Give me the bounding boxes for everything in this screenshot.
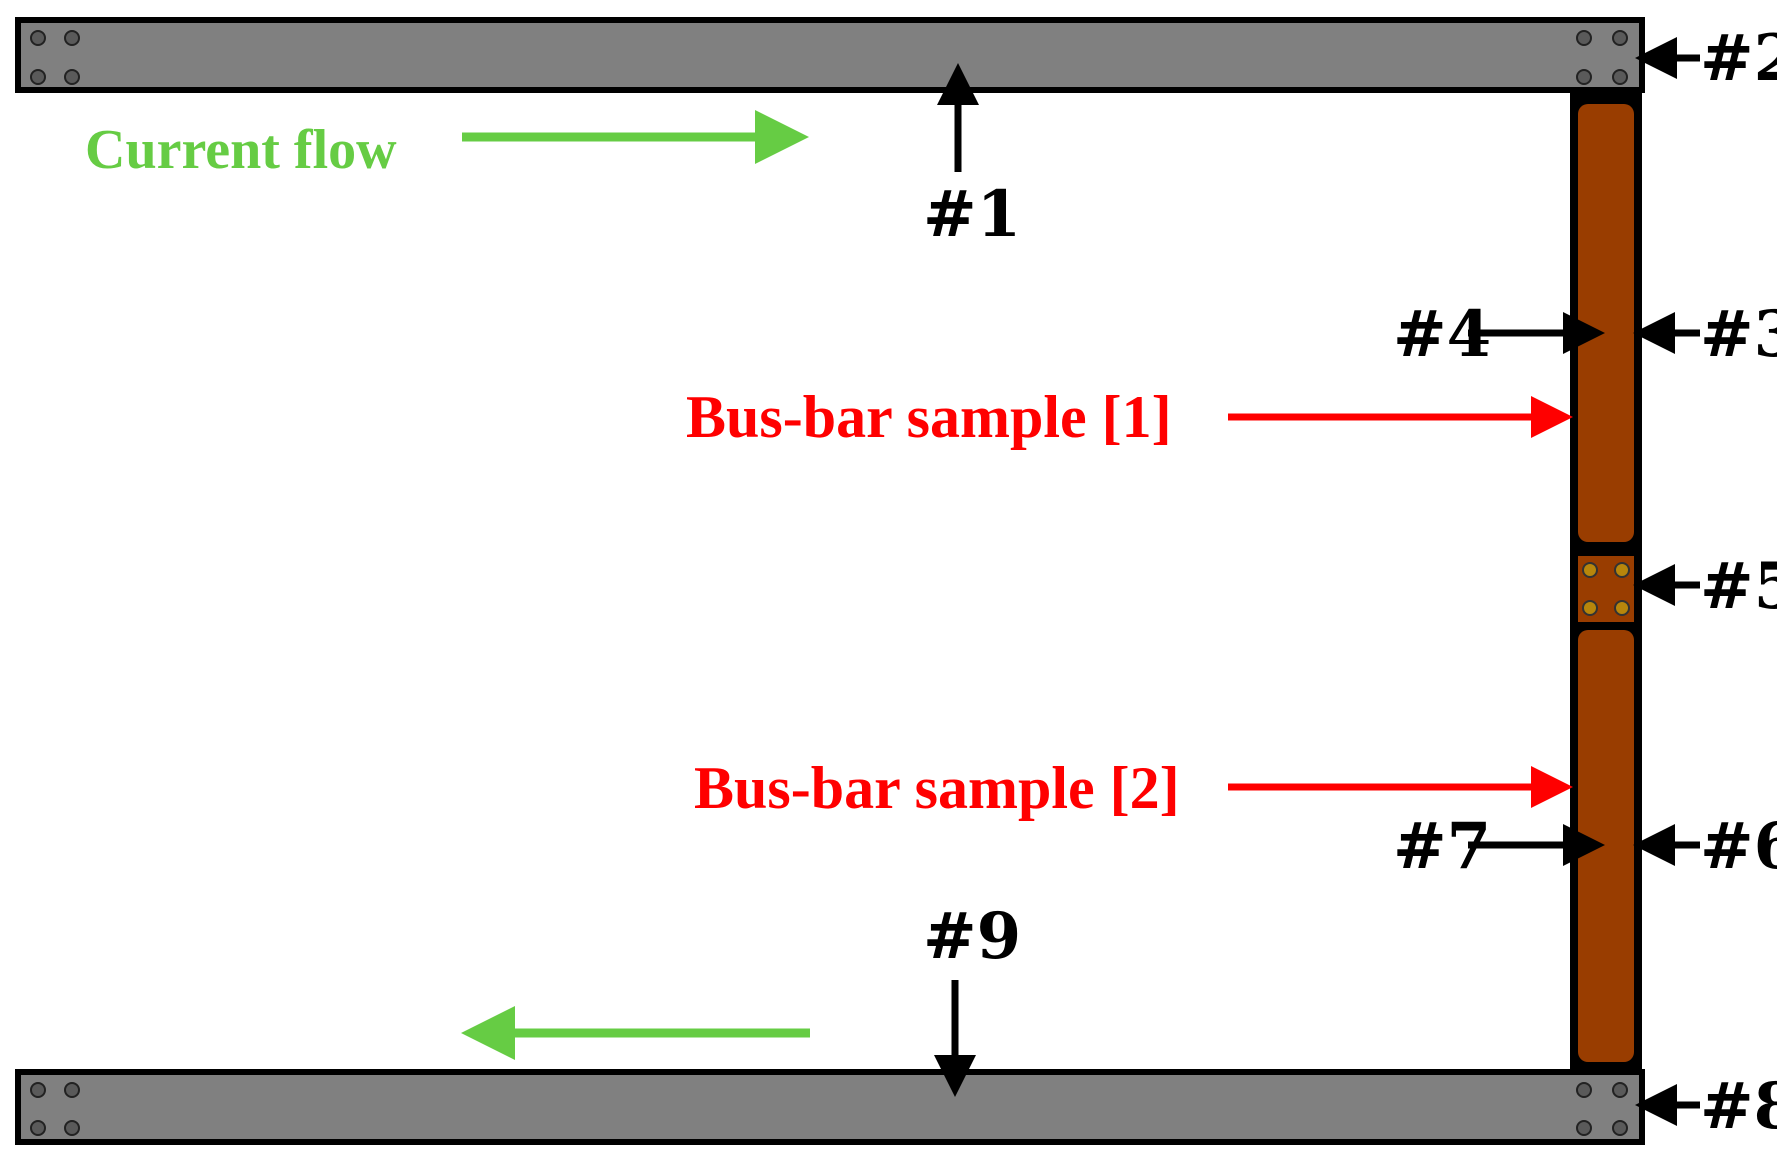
bolt-icon xyxy=(30,30,46,46)
bolt-icon xyxy=(1576,69,1592,85)
busbar-sample-1 xyxy=(1578,104,1634,542)
point-8-label: #8 xyxy=(1700,1069,1777,1144)
bolt-icon xyxy=(30,1082,46,1098)
busbar-sample-2 xyxy=(1578,630,1634,1062)
top-conductor-bar xyxy=(15,17,1645,93)
point-6-label: #6 xyxy=(1700,809,1777,884)
sample-2-label: Bus-bar sample [2] xyxy=(694,755,1180,821)
bolt-icon xyxy=(1612,1120,1628,1136)
point-5-label: #5 xyxy=(1700,549,1777,624)
point-3-label: #3 xyxy=(1700,297,1777,372)
point-9-label: #9 xyxy=(923,899,1021,974)
bolt-icon xyxy=(64,1082,80,1098)
point-1-label: #1 xyxy=(923,177,1021,252)
bolt-icon xyxy=(30,69,46,85)
bolt-icon xyxy=(1576,1120,1592,1136)
sample-1-label: Bus-bar sample [1] xyxy=(686,384,1172,450)
bolt-icon xyxy=(1612,30,1628,46)
bolt-icon xyxy=(1612,1082,1628,1098)
bottom-conductor-bar xyxy=(15,1069,1645,1145)
busbar-assembly xyxy=(1570,92,1642,1070)
bolt-icon xyxy=(64,69,80,85)
bolt-icon xyxy=(1612,69,1628,85)
connector-bolt-icon xyxy=(1582,562,1598,578)
bolt-icon xyxy=(1576,1082,1592,1098)
connector-bolt-icon xyxy=(1614,562,1630,578)
connector-bolt-icon xyxy=(1614,600,1630,616)
current-flow-label: Current flow xyxy=(85,119,397,181)
point-2-label: #2 xyxy=(1700,21,1777,96)
bolt-icon xyxy=(64,30,80,46)
connector-bolt-icon xyxy=(1582,600,1598,616)
bolt-icon xyxy=(64,1120,80,1136)
bolt-icon xyxy=(30,1120,46,1136)
bolt-icon xyxy=(1576,30,1592,46)
